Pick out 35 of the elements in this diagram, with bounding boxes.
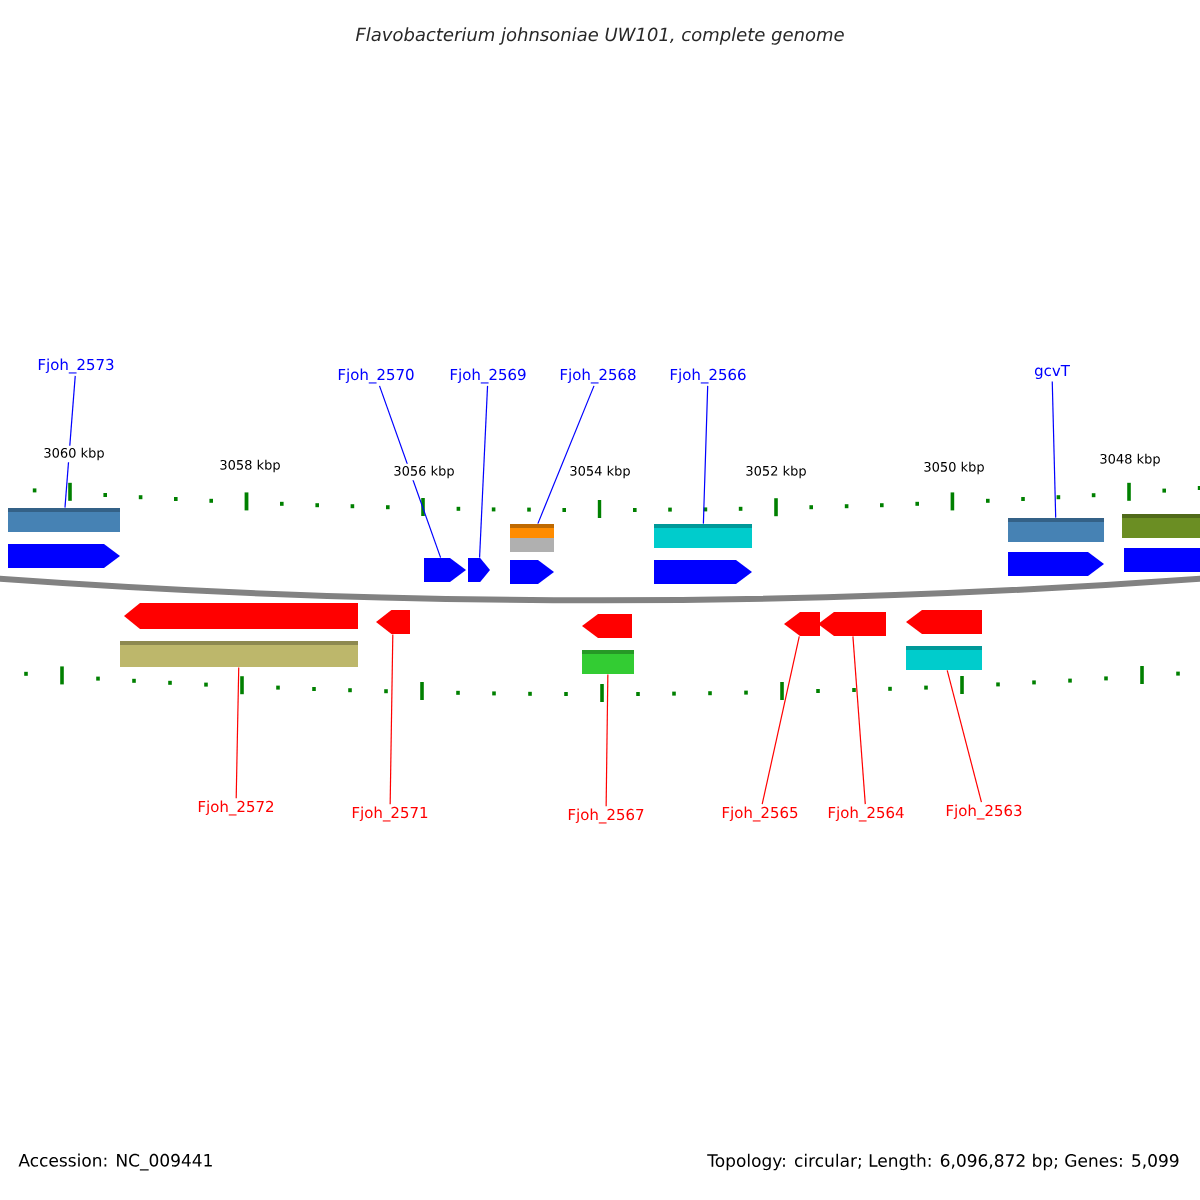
leader-line (389, 633, 394, 805)
feature-box (510, 524, 554, 552)
feature-box (1008, 518, 1104, 542)
title: Flavobacterium johnsoniae UW101, complete genome (355, 27, 844, 45)
gene-symbol (1124, 548, 1200, 572)
leader-line (1051, 380, 1057, 519)
feature-box (1122, 514, 1200, 538)
leader-line (852, 635, 866, 805)
leader-line (378, 385, 442, 559)
gene-symbol (818, 612, 886, 636)
feature-box (120, 641, 358, 667)
gene-symbol (376, 610, 410, 634)
feature-box (654, 524, 752, 548)
gene-symbol (424, 558, 466, 582)
gene-symbol (8, 544, 120, 568)
feature-box (8, 508, 120, 532)
gene-symbol (124, 603, 358, 629)
gene-symbol (654, 560, 752, 584)
gene-symbol (906, 610, 982, 634)
gene-symbol (784, 612, 820, 636)
gene-symbol (582, 614, 632, 638)
feature-box (906, 646, 982, 670)
genome-info-text: Topology: circular; Length: 6,096,872 bp; Genes: 5,099 (707, 1153, 1179, 1171)
leader-line (235, 666, 240, 799)
leader-line (761, 635, 800, 805)
leader-line (478, 385, 489, 559)
leader-line (64, 375, 76, 509)
gene-symbol (1008, 552, 1104, 576)
accession-text: Accession: NC_009441 (18, 1153, 212, 1171)
leader-line (605, 673, 609, 807)
feature-box (582, 650, 634, 674)
gene-symbol (468, 558, 490, 582)
gene-symbol (510, 560, 554, 584)
leader-line (702, 385, 709, 525)
leader-line (946, 669, 983, 803)
